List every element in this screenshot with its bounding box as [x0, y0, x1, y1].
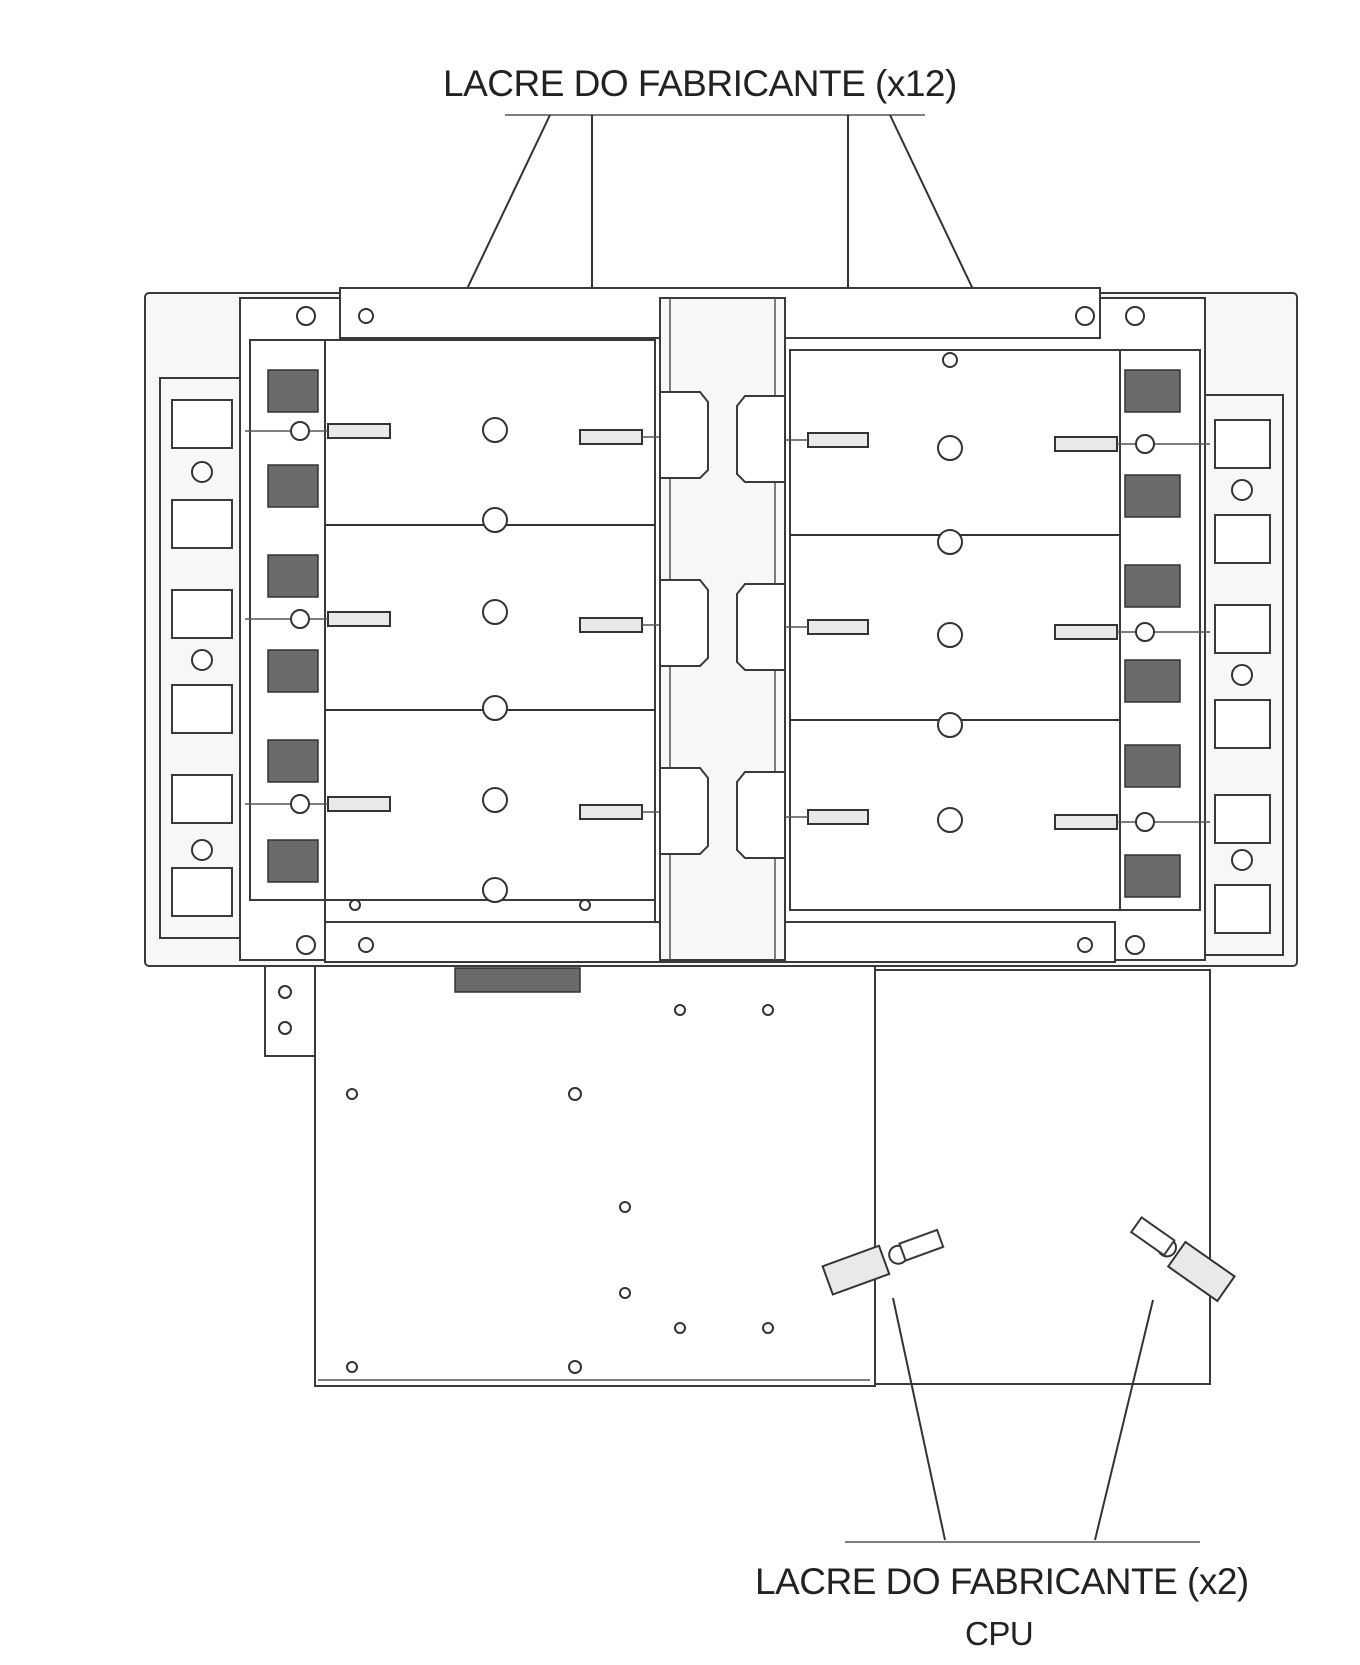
- seal: [327, 796, 391, 812]
- seal: [579, 429, 643, 445]
- seal: [1054, 624, 1118, 640]
- seal: [807, 809, 869, 825]
- seal: [579, 804, 643, 820]
- seal: [807, 432, 869, 448]
- cpu-enclosure: [264, 965, 1211, 1387]
- cpu-seal-right: [1129, 1216, 1236, 1303]
- seal: [327, 423, 391, 439]
- left-connectors: [171, 339, 326, 917]
- bottom-leader-lines: [845, 1297, 1200, 1543]
- seal: [1054, 814, 1118, 830]
- module-screws: [296, 306, 1145, 955]
- seal: [807, 619, 869, 635]
- bottom-seal-label: LACRE DO FABRICANTE (x2): [755, 1561, 1249, 1602]
- seal: [579, 617, 643, 633]
- bottom-seal-sublabel: CPU: [965, 1615, 1033, 1652]
- top-seal-label: LACRE DO FABRICANTE (x12): [443, 63, 957, 104]
- seal: [327, 611, 391, 627]
- center-clips: [659, 391, 786, 859]
- manufacturer-seals-cpu: [821, 1216, 1236, 1303]
- seal: [1054, 436, 1118, 452]
- cpu-seal-left: [821, 1228, 945, 1296]
